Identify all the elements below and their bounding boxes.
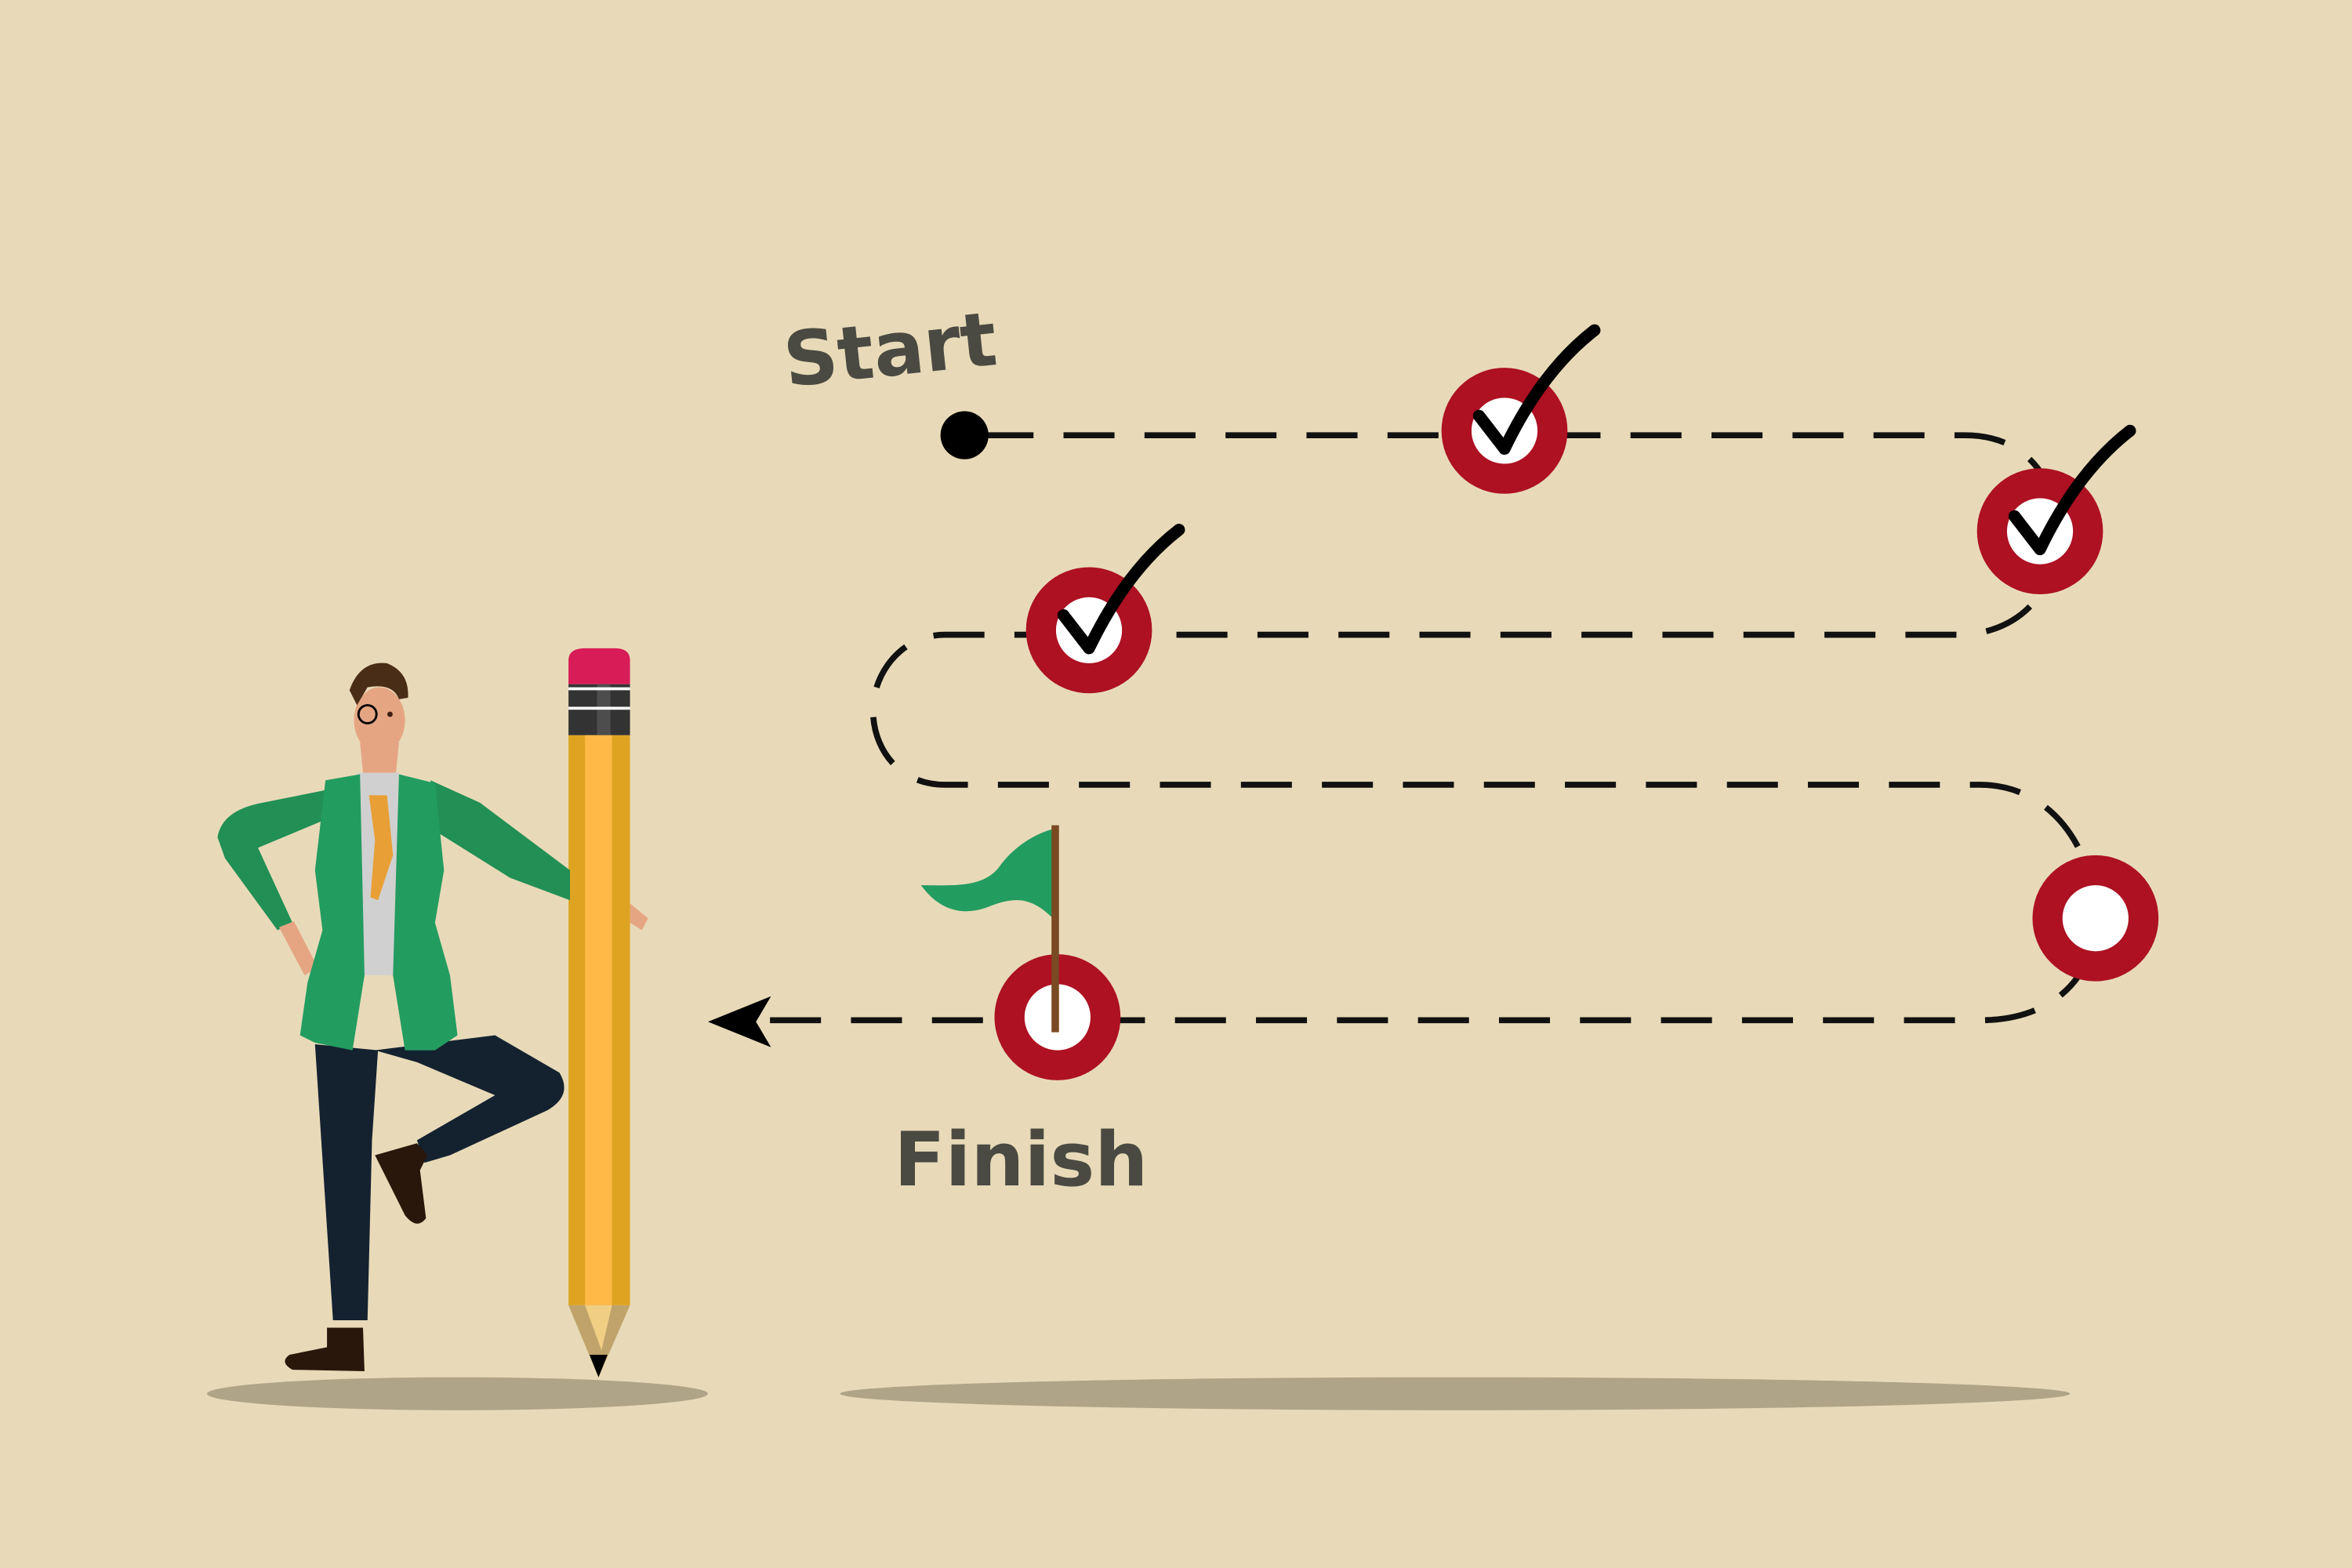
finish-label: Finish [894,1116,1148,1203]
checkmark-icon [1472,324,1601,456]
checkmark-icon [2008,424,2136,556]
pencil-icon [568,648,630,1377]
checkpoint-2 [1976,424,2136,594]
checkpoint-4 [2032,855,2159,982]
path-shadow [840,1377,2071,1410]
arrowhead-icon [708,996,771,1047]
businessman-figure [217,662,648,1372]
checkpoint-1 [1441,324,1601,494]
person-shadow [207,1377,709,1410]
checkpoint-3 [1025,524,1185,694]
checkmark-icon [1057,524,1185,655]
finish-flag-icon [920,825,1059,1033]
start-dot [940,411,989,459]
checkpoint-ring [2032,855,2159,982]
